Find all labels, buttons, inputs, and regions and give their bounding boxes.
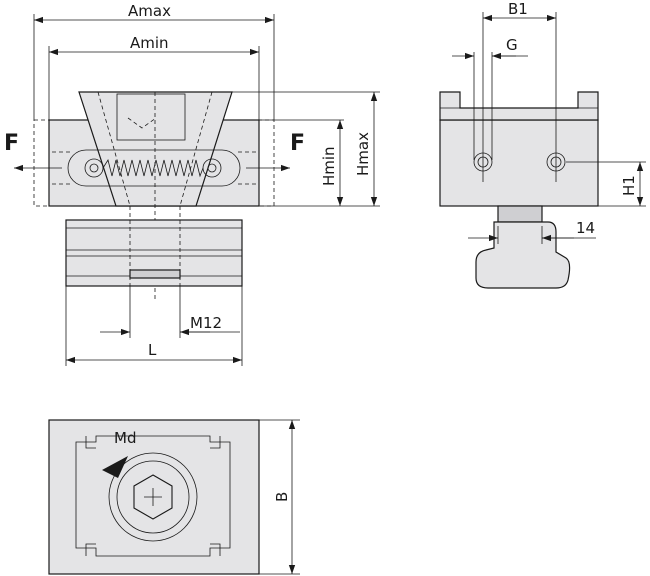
dim-14-label: 14	[576, 219, 595, 237]
l-label: L	[148, 341, 157, 359]
hmax-label: Hmax	[354, 132, 372, 176]
screw-socket	[116, 93, 186, 141]
force-left-label: F	[4, 131, 19, 156]
spring-slot	[67, 149, 241, 187]
side-t-nut	[475, 221, 571, 289]
m12-label: M12	[190, 314, 222, 332]
rotation-circle	[108, 452, 198, 542]
h1-label: H1	[620, 175, 638, 196]
amin-label: Amin	[130, 34, 169, 52]
b1-label: B1	[508, 0, 528, 18]
side-body	[439, 119, 599, 207]
top-inner-outline	[75, 435, 231, 557]
md-label: Md	[114, 429, 136, 447]
side-top-rails	[439, 91, 599, 121]
side-view: B1 G H1 14	[439, 0, 646, 289]
torque-arrow-icon	[102, 456, 128, 478]
b-label: B	[273, 492, 291, 502]
spring	[102, 158, 204, 178]
top-view: Md B	[48, 419, 300, 575]
force-right-label: F	[290, 131, 305, 156]
amax-label: Amax	[128, 2, 171, 20]
hex-socket	[133, 474, 173, 520]
hmin-label: Hmin	[320, 146, 338, 186]
g-label: G	[506, 36, 518, 54]
front-view: F F Amax Amin Hmin Hmax M12 L	[4, 2, 380, 366]
